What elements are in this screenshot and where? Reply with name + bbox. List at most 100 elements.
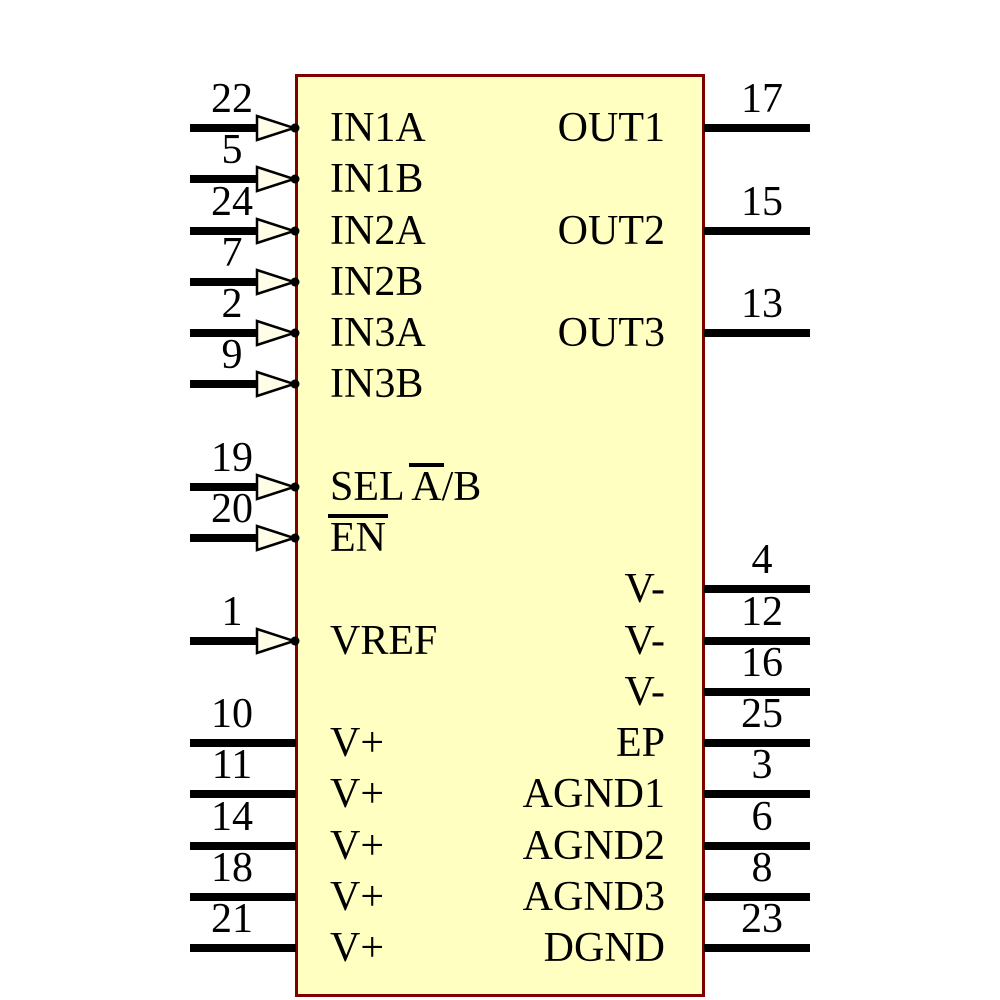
pin-name-10: V+ [330,718,384,768]
pin-name-2: IN3A [330,308,426,358]
pin-line-17[interactable] [704,124,810,132]
pin-line-23[interactable] [704,944,810,952]
pin-name-12: V- [625,616,665,666]
pin-number-10: 10 [211,691,253,737]
pin-number-11: 11 [211,742,253,789]
pin-name-1: VREF [330,616,437,666]
pin-name-part: V- [624,617,665,664]
pin-line-8[interactable] [704,892,810,901]
pin-line-24[interactable] [190,226,258,235]
pin-number-24: 24 [211,178,253,225]
pin-line-12[interactable] [704,636,810,645]
pin-number-14: 14 [211,793,253,840]
pin-line-9[interactable] [190,380,258,389]
pin-number-22: 22 [211,76,253,122]
pin-name-part: V- [624,566,665,613]
pin-name-23: DGND [544,923,665,973]
pin-name-9: IN3B [330,359,423,409]
pin-name-part: IN2B [330,258,424,305]
pin-name-15: OUT2 [558,206,665,256]
pin-line-20[interactable] [190,534,258,542]
pin-line-19[interactable] [190,482,258,491]
pin-name-part: AGND3 [522,873,665,920]
pin-line-21[interactable] [190,944,296,952]
pin-name-20: EN [330,513,386,563]
pin-number-17: 17 [741,76,783,122]
pin-number-13: 13 [741,281,783,327]
pin-number-25: 25 [741,691,783,737]
pin-line-5[interactable] [190,175,258,184]
pin-line-7[interactable] [190,277,258,286]
pin-name-part: AGND1 [522,771,665,818]
pin-number-19: 19 [211,434,253,481]
pin-name-8: AGND3 [523,872,665,922]
pin-number-8: 8 [751,844,773,891]
pin-line-25[interactable] [704,739,810,747]
pin-number-6: 6 [751,793,773,840]
pin-name-5: IN1B [330,154,423,204]
pin-name-19: SEL A/B [330,462,481,512]
pin-name-part: IN3B [330,361,424,408]
pin-name-11: V+ [330,769,384,819]
pin-name-25: EP [616,718,665,768]
pin-line-6[interactable] [704,841,810,850]
pin-name-13: OUT3 [558,308,665,358]
input-arrow-icon [255,216,301,246]
pin-name-22: IN1A [330,103,426,153]
pin-name-part: IN1A [330,105,426,151]
pin-line-11[interactable] [190,790,296,799]
pin-line-10[interactable] [190,739,296,747]
pin-name-24: IN2A [330,206,426,256]
pin-name-part: OUT3 [557,310,665,356]
pin-name-4: V- [625,564,665,614]
pin-name-part: VREF [330,617,438,664]
input-arrow-icon [255,523,301,553]
pin-line-1[interactable] [190,636,258,645]
pin-line-13[interactable] [704,329,810,337]
input-arrow-icon [255,318,301,348]
pin-line-14[interactable] [190,841,296,850]
input-arrow-icon [255,472,301,502]
pin-number-23: 23 [741,896,783,942]
pin-name-part: EP [615,720,665,766]
pin-name-part: V+ [330,873,385,920]
pin-name-part: V+ [330,822,385,869]
pin-line-4[interactable] [704,585,810,594]
pin-name-part: IN2A [330,207,426,254]
pin-line-3[interactable] [704,790,810,799]
pin-number-7: 7 [221,229,243,276]
pin-name-18: V+ [330,872,384,922]
pin-line-2[interactable] [190,329,258,337]
pin-line-18[interactable] [190,892,296,901]
pin-number-15: 15 [741,178,783,225]
pin-number-16: 16 [741,639,783,686]
pin-name-7: IN2B [330,257,423,307]
pin-number-3: 3 [751,742,773,789]
pin-number-1: 1 [221,588,243,635]
input-arrow-icon [255,164,301,194]
pin-line-15[interactable] [704,226,810,235]
pin-name-17: OUT1 [558,103,665,153]
pin-number-12: 12 [741,588,783,635]
pin-name-part: IN1B [330,156,424,203]
pin-number-18: 18 [211,844,253,891]
input-arrow-icon [255,113,301,143]
pin-name-part: DGND [543,925,665,971]
pin-name-16: V- [625,667,665,717]
pin-number-4: 4 [751,537,773,584]
pin-name-3: AGND1 [523,769,665,819]
pin-name-part: /B [441,463,482,510]
pin-number-9: 9 [221,332,243,379]
pin-number-21: 21 [211,896,253,942]
pin-name-part: SEL [330,463,412,510]
pin-name-part: V+ [330,720,385,766]
pin-name-14: V+ [330,821,384,871]
pin-line-22[interactable] [190,124,258,132]
pin-line-16[interactable] [704,687,810,696]
pin-name-part: V- [624,668,665,715]
pin-name-part: OUT1 [557,105,665,151]
input-arrow-icon [255,369,301,399]
input-arrow-icon [255,626,301,656]
pin-name-part: V+ [330,771,385,818]
